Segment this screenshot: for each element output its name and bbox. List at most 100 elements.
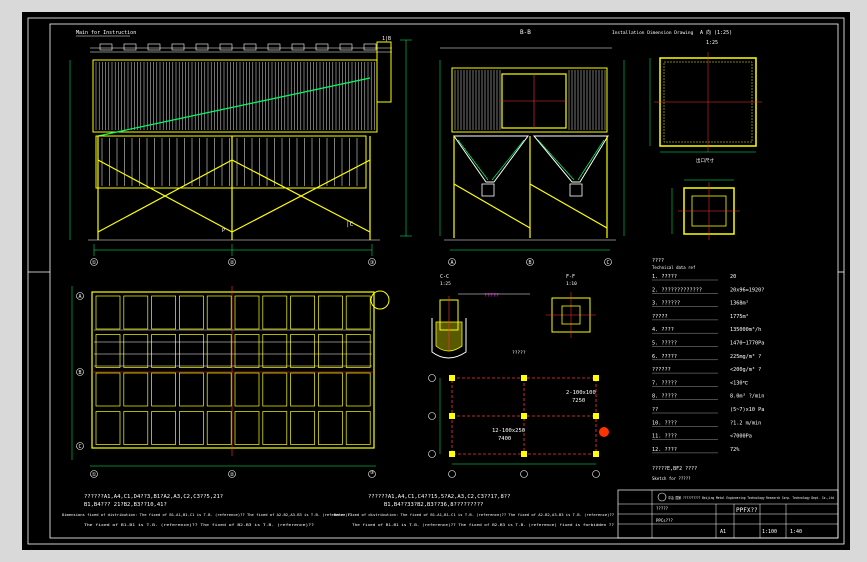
pulse-valve xyxy=(195,43,209,51)
plan-cell xyxy=(262,295,288,330)
pulse-valve xyxy=(123,43,137,51)
sheet-label: ????? xyxy=(656,506,669,511)
plan-cell xyxy=(179,372,204,407)
plan-cell xyxy=(151,372,176,407)
plan-cell xyxy=(95,334,121,368)
plan-cell xyxy=(234,372,260,407)
plan-cell xyxy=(318,295,343,330)
note-right-2: B1,B4??33?B2,B3??36,8????????? xyxy=(384,502,483,508)
plan-cell xyxy=(262,411,288,445)
section-ff-title: F-F xyxy=(566,274,575,280)
spec-row-value: ?1.2 m/min xyxy=(730,420,761,426)
plan-cell xyxy=(123,334,149,368)
spec-row-value: (5~7)x10 Pa xyxy=(730,407,764,413)
axis-bubble-1: ① xyxy=(92,260,97,266)
spec-row-value: 1470~1770Pa xyxy=(730,341,764,347)
spec-row-value: 72% xyxy=(730,447,740,453)
filter-bag-group xyxy=(95,62,375,130)
spec-row-value: <130℃ xyxy=(730,380,748,386)
section-mark-c: |C xyxy=(346,221,354,228)
side-section-bb: B-B A B C xyxy=(439,29,625,266)
spec-row-value: <7000Pa xyxy=(730,434,752,440)
spec-subtitle: Technical data ref xyxy=(652,265,696,270)
plan-cell xyxy=(262,334,288,368)
hopper-view-label: A 向 (1:25) xyxy=(700,29,732,36)
north-mark xyxy=(599,427,609,437)
install-note: Installation Dimension Drawing xyxy=(612,30,694,36)
outer-frame xyxy=(27,17,845,545)
note-right-1: ??????A1,A4,C1,C4??15,5?A2,A3,C2,C3??17,… xyxy=(368,494,510,500)
spec-row-name: 2. ????????????? xyxy=(652,287,702,293)
side-bag-group xyxy=(454,70,606,130)
pulse-valve xyxy=(171,43,185,51)
spec-row-name: 12. ???? xyxy=(652,447,677,453)
spec-row-value: 20 xyxy=(730,274,736,280)
dim-7250: 7250 xyxy=(572,398,585,404)
note-left-2: B1,B4??? 21?B2,B3??10,41? xyxy=(84,502,167,508)
spec-row-name: 10. ???? xyxy=(652,420,677,426)
pulse-valve xyxy=(339,43,353,51)
pulse-valve xyxy=(219,43,233,51)
title-block: 中冶 国家 ?????????? Beijing Metal Engineeri… xyxy=(617,489,839,539)
plan-cell xyxy=(151,334,176,368)
plan-bubble-c: C xyxy=(78,444,81,450)
plan-bubble-a: A xyxy=(78,294,81,300)
spec-row-name: 5. ????? xyxy=(652,341,677,347)
plan-cell xyxy=(345,411,371,445)
inner-frame xyxy=(49,23,839,539)
pulse-valve xyxy=(147,43,161,51)
section-ff: F-F 1:10 xyxy=(546,274,596,338)
plan-bubble-1: ① xyxy=(92,472,97,478)
spec-row-value: 8.0m³ ?/min xyxy=(730,394,764,400)
note-left-3: Dimensions fixed of distribution: The fi… xyxy=(62,513,352,517)
section-cc-scale: 1:25 xyxy=(440,281,451,287)
plan-outlet-circle xyxy=(370,290,390,310)
plan-cell xyxy=(95,411,121,445)
plan-cell xyxy=(318,372,343,407)
plan-cell xyxy=(151,295,176,330)
outlet-label: 出口尺寸 xyxy=(696,157,714,164)
note-left-1: ??????A1,A4,C1,D4??3,B1?A2,A3,C2,C3??5,2… xyxy=(84,494,223,500)
plan-bubble-3: ③ xyxy=(370,470,375,476)
plan-cell xyxy=(206,372,232,407)
side-hopper-left xyxy=(453,135,529,183)
plan-cell xyxy=(290,372,315,407)
company-name: 中冶 国家 ?????????? Beijing Metal Engineeri… xyxy=(668,495,834,500)
section-ff-scale: 1:10 xyxy=(566,281,577,287)
pulse-valve xyxy=(267,43,281,51)
plan-cell xyxy=(123,411,149,445)
plan-cell xyxy=(95,295,121,330)
anchor-concrete xyxy=(431,318,467,359)
hopper-view-scale: 1:25 xyxy=(706,40,718,46)
plan-bubble-2: ② xyxy=(230,472,235,478)
plan-cell xyxy=(179,411,204,445)
spec-row-value: 135000m³/h xyxy=(730,327,761,333)
outlet-header xyxy=(376,41,392,103)
plan-cell xyxy=(123,372,149,407)
axis-bubble-3: ③ xyxy=(370,260,375,266)
plan-cell xyxy=(206,411,232,445)
spec-row-name: 6. ????? xyxy=(652,354,677,360)
axis-bubble-b: B xyxy=(528,260,531,266)
side-chamber xyxy=(451,67,608,133)
spec-row-name: ?????? xyxy=(652,367,671,373)
plan-cell xyxy=(318,411,343,445)
dim-2-100: 2-100x100 xyxy=(566,390,596,396)
plan-cell-grid xyxy=(94,295,372,445)
plan-cell xyxy=(123,295,149,330)
plan-view: A B C ① ② ③ xyxy=(71,286,390,478)
pulse-valve-row xyxy=(99,43,377,51)
section-cc: C-C 1:25 ????? xyxy=(431,274,530,359)
drawing-number: A1 xyxy=(720,529,726,535)
section-bb-title: B-B xyxy=(520,29,531,36)
plan-cell xyxy=(262,372,288,407)
project-name: PPCs??? xyxy=(656,518,673,523)
section-cc-title: C-C xyxy=(440,274,449,280)
spec-row-value: <200g/m³ ? xyxy=(730,367,761,373)
plan-cell xyxy=(290,334,315,368)
drawing-name: PPFX?? xyxy=(736,507,758,514)
general-notes: ??????A1,A4,C1,D4??3,B1?A2,A3,C2,C3??5,2… xyxy=(62,494,614,527)
plan-cell xyxy=(345,372,371,407)
plan-cell xyxy=(318,334,343,368)
spec-row-value: 20x96=1920? xyxy=(730,287,764,293)
